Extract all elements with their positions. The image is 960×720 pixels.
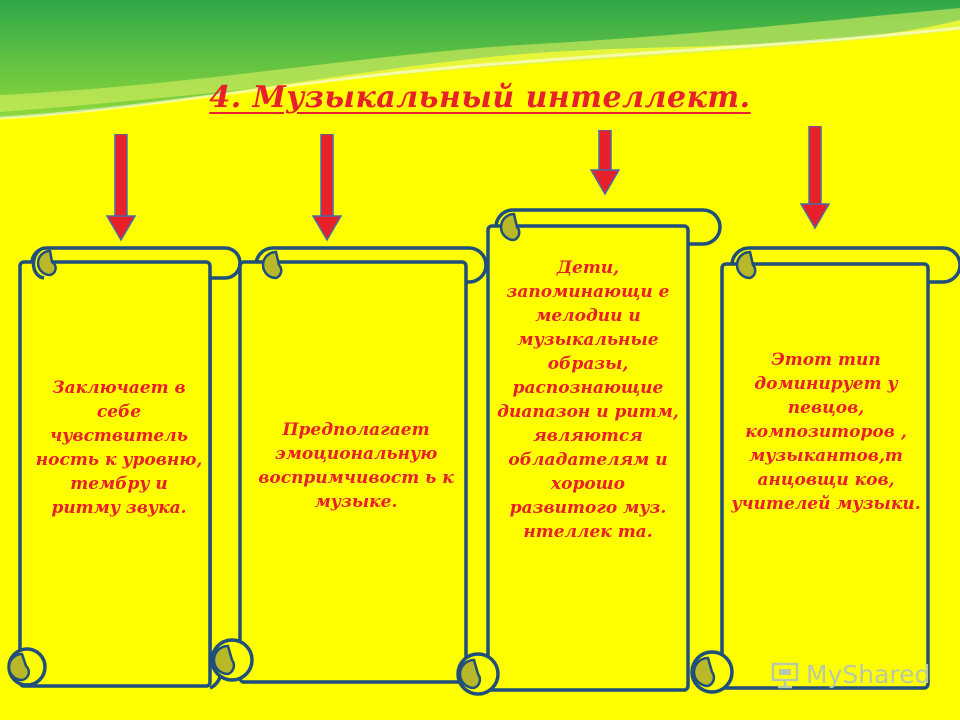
scroll-3 [456,208,722,696]
watermark-text: MyShared [806,659,931,689]
arrow-down-icon [106,134,136,242]
presentation-board-icon [771,662,799,689]
scroll-4 [690,246,960,694]
arrow-down-icon [590,130,620,196]
arrow-down-icon [800,126,830,230]
scroll-4-text: Этот тип доминирует у певцов, композитор… [731,350,921,514]
scroll-1 [7,246,242,690]
page-title: 4. Музыкальный интеллект. [209,80,751,115]
scroll-2-text: Предполагает эмоциональную воспримчивост… [258,420,454,512]
scroll-1-text: Заключает в себе чувствитель ность к уро… [35,378,203,518]
scroll-2 [210,246,488,684]
header-wave-decoration [0,0,960,120]
arrow-down-icon [312,134,342,242]
scroll-3-text: Дети, запоминающи е мелодии и музыкальны… [497,258,679,542]
watermark-logo: MyShared [770,656,930,692]
